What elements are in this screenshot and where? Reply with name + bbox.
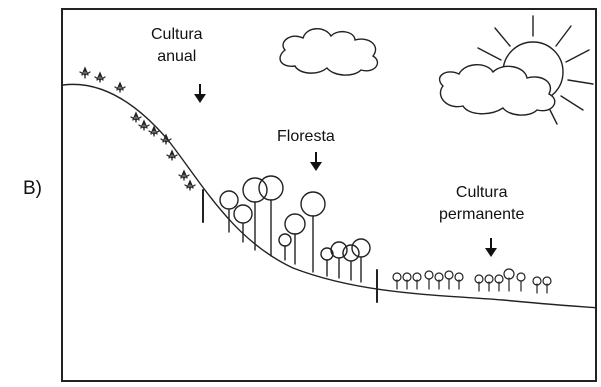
cloud-icon	[280, 29, 377, 75]
forest-trees	[220, 176, 370, 282]
panel-label: B)	[23, 178, 42, 200]
permanent-crop-plants	[393, 269, 551, 293]
label-forest: Floresta	[277, 126, 335, 148]
sun-cloud-icon	[440, 65, 555, 115]
label-annual-crop: Cultura anual	[151, 24, 203, 68]
label-annual-crop-line1: Cultura	[151, 24, 203, 46]
label-annual-crop-line2: anual	[151, 46, 203, 68]
diagram-frame: Cultura anual Floresta Cultura permanent…	[61, 8, 597, 382]
annual-crop-plants	[80, 68, 195, 190]
label-permanent-crop-line2: permanente	[439, 204, 524, 226]
label-permanent-crop-line1: Cultura	[439, 182, 524, 204]
label-permanent-crop: Cultura permanente	[439, 182, 524, 226]
